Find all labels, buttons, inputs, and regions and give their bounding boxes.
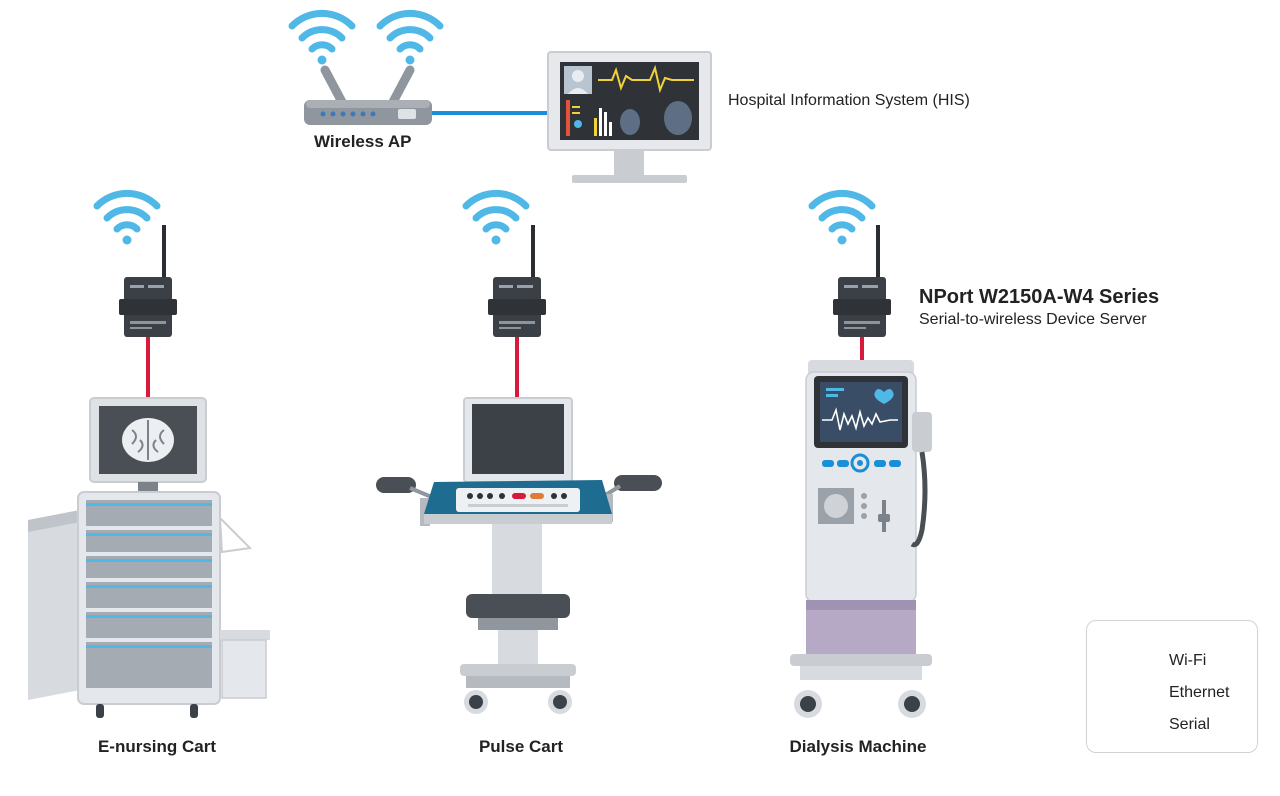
legend-item-wifi: Wi-Fi [1169,652,1207,669]
legend-item-ethernet: Ethernet [1169,684,1230,701]
product-description: Serial-to-wireless Device Server [919,311,1147,328]
his-label: Hospital Information System (HIS) [728,92,970,109]
e-nursing-cart-icon [28,397,270,718]
pulse-cart-icon [376,397,662,714]
device-label-pulse-cart: Pulse Cart [478,737,564,756]
wireless-ap-icon [292,13,440,125]
wifi-icon [812,193,872,244]
legend-item-serial: Serial [1169,716,1210,733]
legend: Wi-Fi Ethernet Serial [1086,620,1258,753]
device-label-e-nursing-cart: E-nursing Cart [97,737,217,756]
product-name: NPort W2150A-W4 Series [919,286,1160,308]
his-monitor-icon [547,51,712,183]
wifi-icon [97,193,157,244]
device-label-dialysis-machine: Dialysis Machine [789,737,927,756]
wireless-ap-label: Wireless AP [314,132,412,151]
wifi-icon [466,193,526,244]
dialysis-machine-icon [790,360,932,718]
